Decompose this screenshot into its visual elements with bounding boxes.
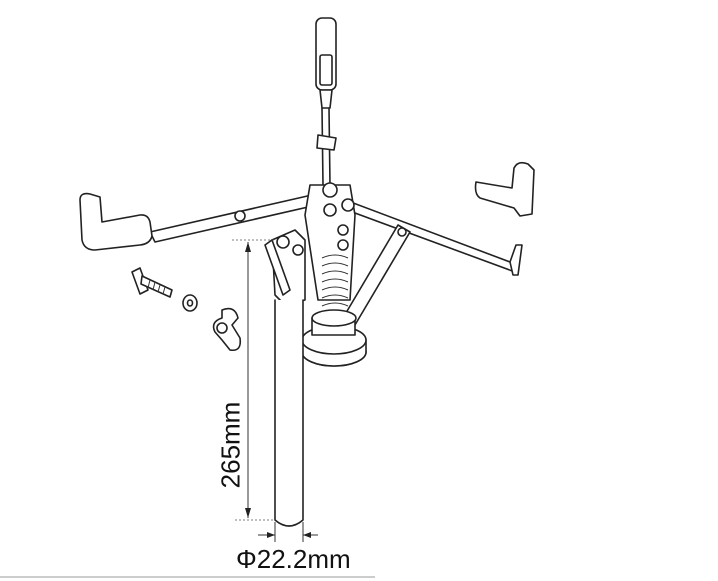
center-mechanism xyxy=(264,182,356,307)
spring xyxy=(321,254,349,307)
height-knob xyxy=(301,309,367,367)
diameter-dimension-label: Φ22.2mm xyxy=(236,544,351,574)
height-dimension xyxy=(232,239,275,521)
height-dimension-label: 265mm xyxy=(215,401,246,489)
right-arm xyxy=(335,197,523,276)
tilter-assembly xyxy=(315,17,337,186)
pole xyxy=(274,299,304,527)
washer xyxy=(182,294,198,312)
wing-nut xyxy=(212,307,242,352)
rubber-cradle-part xyxy=(474,161,535,217)
diameter-dimension xyxy=(258,522,318,542)
bolt xyxy=(131,267,173,298)
